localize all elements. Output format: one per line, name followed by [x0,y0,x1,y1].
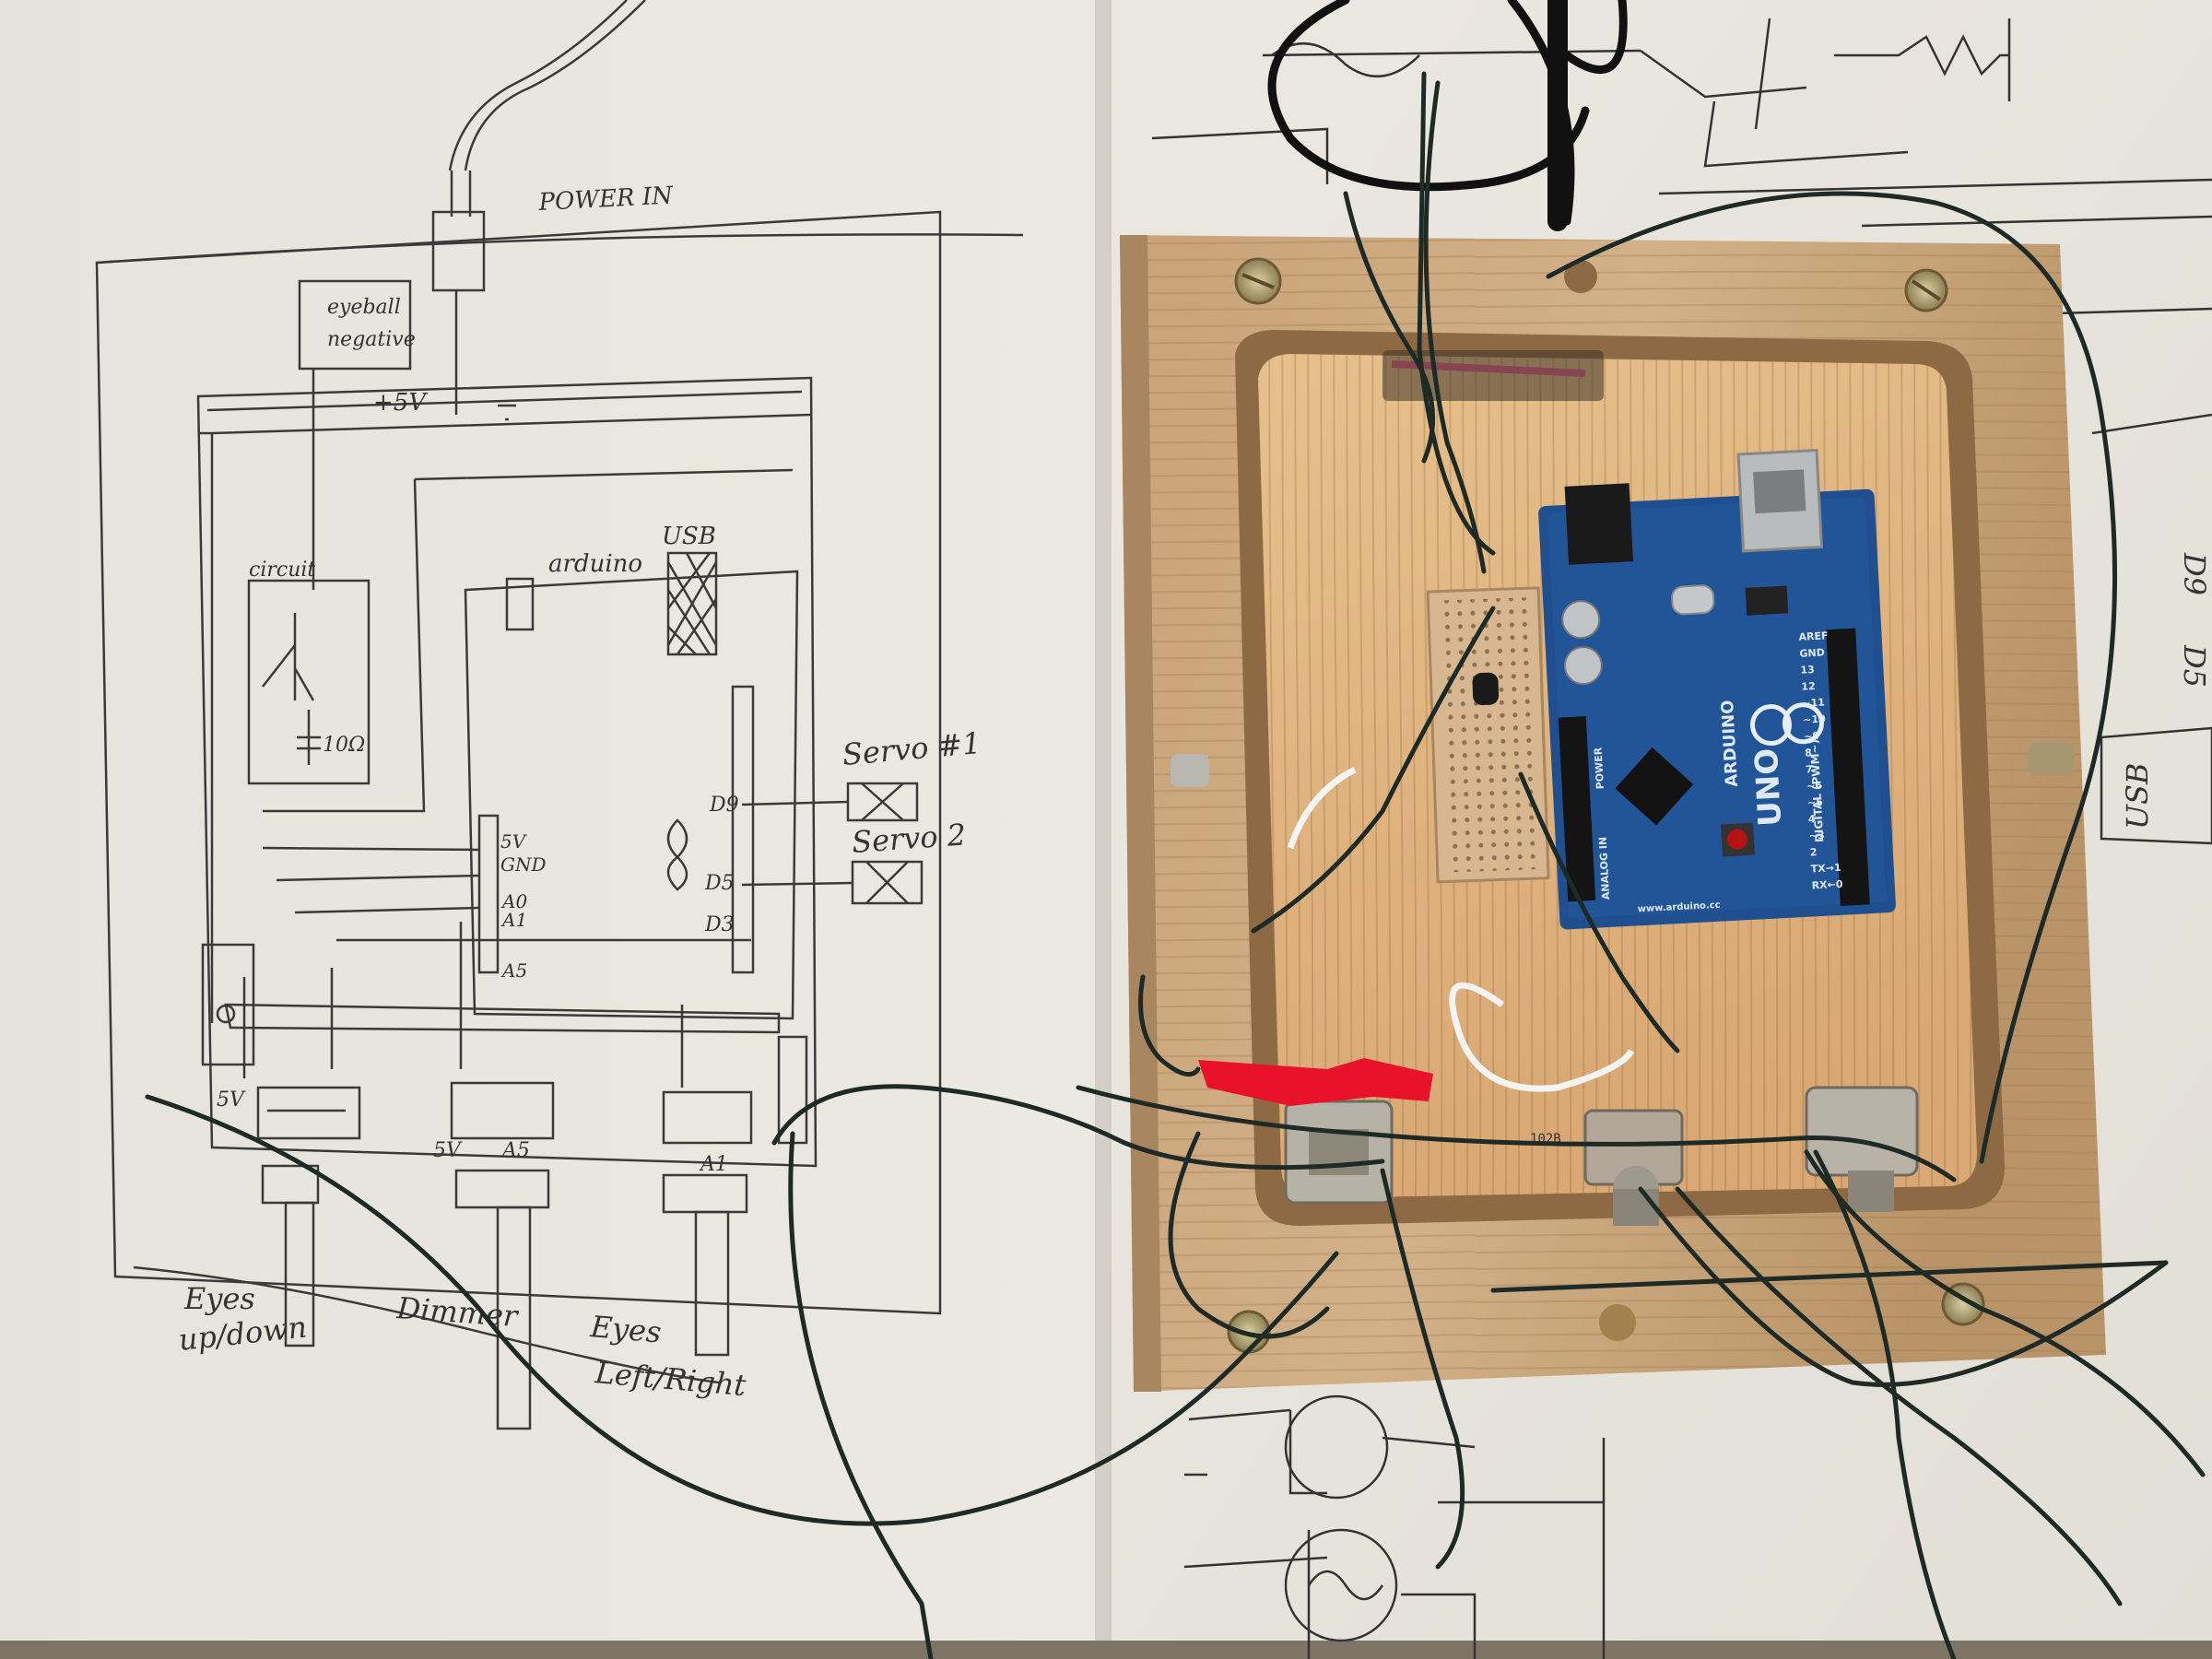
right-label-d5: D5 [2177,644,2212,688]
sketch-label-resistor: 10Ω [323,734,365,757]
sketch-label-circuit: circuit [249,559,315,582]
board-pin-label: 12 [1801,680,1816,693]
right-label-usb: USB [2120,763,2155,830]
sketch-pin-5v: 5V [500,830,528,853]
digital-header [1826,628,1870,906]
sketch-label-a1-bottom: A1 [699,1153,728,1176]
left-paper-page [0,0,1111,1659]
board-digital-label: DIGITAL (PWM~) [1807,739,1826,843]
sketch-label-5v-bottom: 5V [433,1139,463,1162]
sketch-label-dimmer: Dimmer [394,1290,520,1334]
circuit-sketch [95,0,1024,1430]
board-pin-label: 4 [1808,813,1817,825]
board-pin-labels: AREF GND 13 12 ~11 ~10 ~9 8 7 ~6 ~5 4 ~3 2TX→1RX←0 [1798,629,1843,891]
sketch-label-a5-bottom: A5 [500,1139,530,1162]
board-pin-label: TX→1 [1810,862,1841,876]
right-page-sketch [1151,18,2212,1659]
board-model: UNO [1748,747,1789,828]
sketch-labels: POWER IN eyeball negative +5V circuit 10… [177,182,982,1403]
board-analog-label: ANALOG IN [1597,837,1613,900]
arduino-uno-board: ARDUINO UNO DIGITAL (PWM~) POWER ANALOG … [1538,448,1896,930]
sketch-pin-a0: A0 [500,890,527,912]
white-wire-left [1287,766,1357,850]
screw-hole-top-mid [1564,260,1597,293]
board-pin-label: AREF [1798,629,1829,643]
pot-eyes-leftright [1805,1086,1919,1212]
peg-right [2028,742,2074,775]
board-power-label: POWER [1592,747,1606,790]
board-pin-label: RX←0 [1811,878,1843,892]
board-pin-label: ~5 [1807,796,1824,809]
sketch-label-eyes-lr-1: Eyes [588,1309,663,1350]
sketch-label-eyes-updown-1: Eyes [183,1281,255,1316]
board-pin-label: ~6 [1806,780,1823,793]
dc-power-jack [1564,483,1633,565]
sketch-label-eyeball: eyeball [327,296,401,319]
sketch-pin-d3: D3 [704,913,735,936]
sketch-label-5v-rail: +5V [373,389,428,417]
board-pin-label: 2 [1809,846,1817,858]
sketch-label-arduino: arduino [548,550,642,578]
board-pin-label: GND [1799,646,1825,659]
pot-eyes-updown [1284,1100,1394,1205]
board-pin-label: 8 [1805,747,1812,759]
board-pin-label: ~11 [1802,696,1825,709]
sketch-pin-d5: D5 [704,872,735,895]
sketch-pin-a5: A5 [500,959,527,982]
wires [145,0,2206,1659]
sketch-pin-a1: A1 [500,909,527,931]
power-header [1558,716,1596,902]
board-pin-label: ~9 [1804,730,1820,743]
board-site: www.arduino.cc [1637,900,1720,915]
board-pin-label: 13 [1800,664,1815,677]
right-label-d9: D9 [2177,552,2212,595]
perfboard [1426,586,1550,884]
microcontroller-chip [1615,747,1694,826]
page-gutter [1095,0,1112,1659]
transistor [1472,672,1500,706]
board-pin-label: ~10 [1803,712,1827,725]
table-edge [0,1641,2212,1659]
sketch-label-5v-left: 5V [217,1088,246,1112]
white-wire [1449,982,1635,1092]
sketch-label-servo2: Servo 2 [851,817,967,860]
sketch-label-negative: negative [327,328,416,351]
peg-left [1171,754,1209,787]
sketch-pin-d9: D9 [709,794,739,817]
right-page-labels: USB D9 D5 [2120,552,2212,830]
sketch-pin-gnd: GND [500,853,547,876]
potentiometers: 102B [1284,1086,1919,1226]
sketch-label-usb: USB [662,523,716,550]
screw-hole-bottom-mid [1599,1304,1636,1341]
board-pin-label: 7 [1806,763,1813,775]
board-brand: ARDUINO [1718,700,1742,787]
red-electrical-tape [1198,1058,1433,1106]
board-pin-label: ~3 [1809,830,1826,842]
